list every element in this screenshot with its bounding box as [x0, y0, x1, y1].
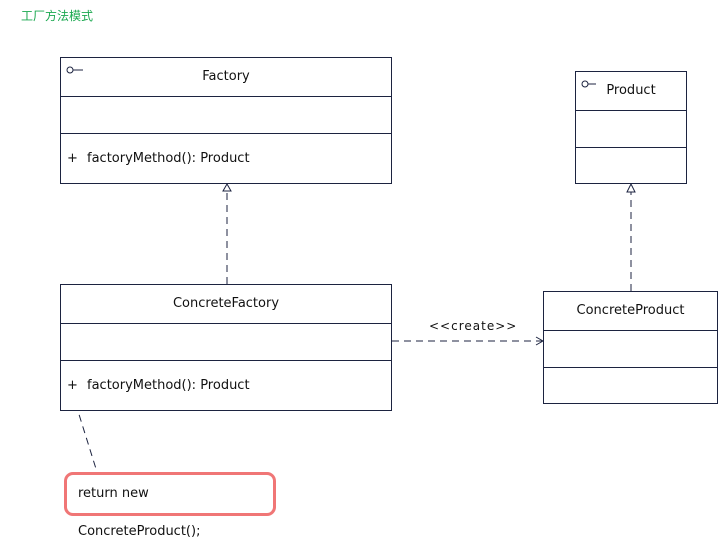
product-class[interactable]: Product: [575, 71, 687, 184]
interface-icon: [581, 80, 596, 88]
factory-attributes: [61, 96, 391, 133]
concrete-factory-operations: + factoryMethod(): Product: [61, 360, 391, 410]
product-name: Product: [606, 83, 656, 98]
factory-name: Factory: [202, 69, 250, 84]
operation-signature: factoryMethod(): Product: [87, 378, 250, 393]
operation-signature: factoryMethod(): Product: [87, 151, 250, 166]
concrete-factory-name: ConcreteFactory: [172, 296, 280, 311]
factory-operation: + factoryMethod(): Product: [67, 151, 250, 166]
operation-visibility: +: [67, 151, 78, 166]
concrete-product-attributes: [544, 330, 717, 367]
factory-class[interactable]: Factory + factoryMethod(): Product: [60, 57, 392, 184]
operation-visibility: +: [67, 378, 78, 393]
factory-header: Factory: [61, 58, 391, 96]
concrete-factory-class[interactable]: ConcreteFactory + factoryMethod(): Produc…: [60, 284, 392, 411]
diagram-title: 工厂方法模式: [21, 9, 94, 23]
product-attributes: [576, 110, 686, 147]
interface-icon: [66, 66, 83, 74]
create-stereotype-label: <<create>>: [429, 319, 518, 333]
concrete-product-header: ConcreteProduct: [544, 292, 717, 330]
concrete-product-operations: [544, 367, 717, 403]
concrete-factory-header: ConcreteFactory: [61, 285, 391, 323]
concrete-factory-operation: + factoryMethod(): Product: [67, 378, 250, 393]
product-header: Product: [576, 72, 686, 110]
realization-arrowhead-product: [626, 182, 636, 193]
factory-operations: + factoryMethod(): Product: [61, 133, 391, 183]
concrete-factory-attributes: [61, 323, 391, 360]
code-note[interactable]: return new ConcreteProduct();: [64, 472, 276, 539]
concrete-product-name: ConcreteProduct: [576, 303, 685, 318]
product-operations: [576, 147, 686, 183]
concrete-product-class[interactable]: ConcreteProduct: [543, 291, 718, 404]
realization-arrowhead-factory: [222, 182, 232, 192]
